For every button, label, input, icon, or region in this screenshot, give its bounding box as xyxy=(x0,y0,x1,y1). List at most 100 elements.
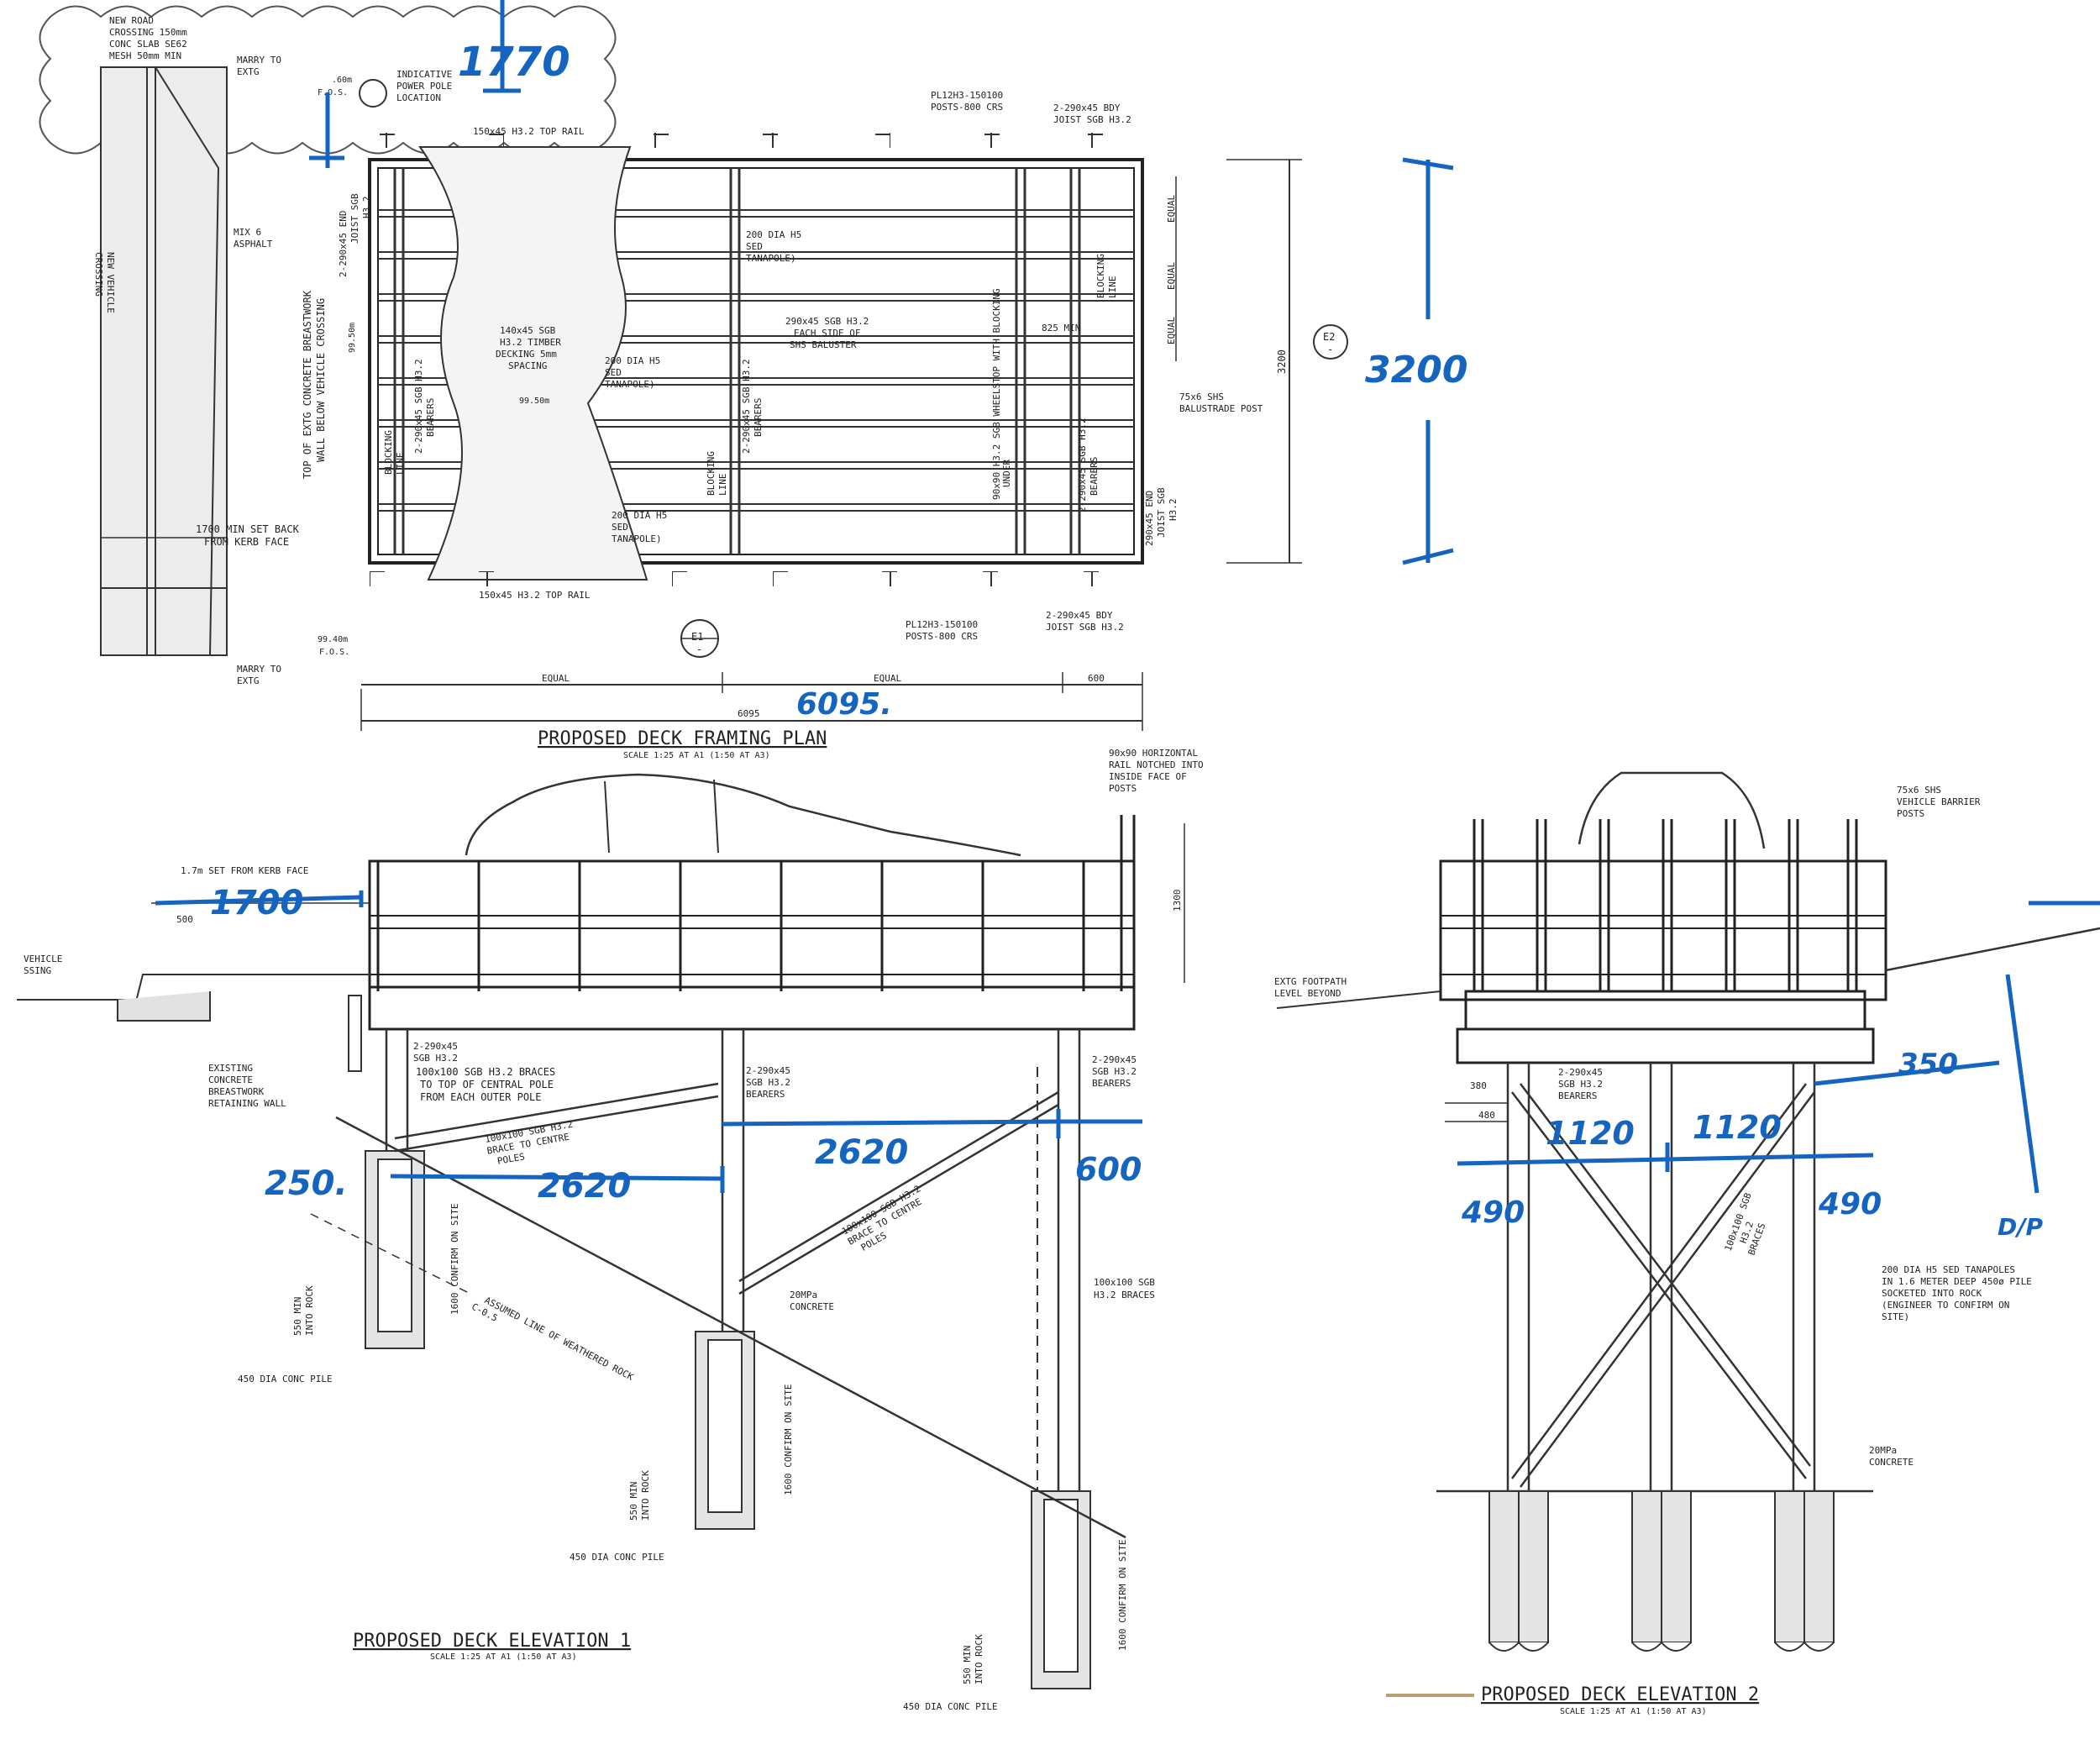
min-825: 825 MIN xyxy=(1042,323,1080,334)
elev2-braces: 100x100 SGBH3.2BRACES xyxy=(1723,1191,1777,1261)
section-e1: E1- xyxy=(691,631,703,655)
end-joist-right: 290x45 ENDJOIST SGBH3.2 xyxy=(1144,487,1179,546)
kerb-setback: 1.7m SET FROM KERB FACE xyxy=(181,865,308,876)
elev2-dim-380: 380 xyxy=(1470,1080,1487,1091)
bottom-rail-label: 150x45 H3.2 TOP RAIL xyxy=(479,590,591,601)
bearers-mid: 2-290x45 SGB H3.2BEARERS xyxy=(741,359,764,454)
plan-scale: SCALE 1:25 AT A1 (1:50 AT A3) xyxy=(623,751,770,760)
elev1-title: PROPOSED DECK ELEVATION 1 xyxy=(353,1631,631,1652)
top-rail-label: 150x45 H3.2 TOP RAIL xyxy=(473,126,585,137)
road-crossing-strip xyxy=(100,66,228,656)
barrier-posts xyxy=(1473,819,1858,991)
pile-1: 450 DIA CONC PILE xyxy=(238,1374,333,1384)
min-rock-2: 550 MININTO ROCK xyxy=(628,1470,651,1521)
elev2-title: PROPOSED DECK ELEVATION 2 xyxy=(1481,1684,1759,1705)
bearers-left: 2-290x45 SGB H3.2BEARERS xyxy=(413,359,436,454)
new-vehicle-crossing: NEW VEHICLECROSSING xyxy=(93,252,116,313)
hw-2620: 2620 xyxy=(538,1167,631,1206)
dim-500: 500 xyxy=(176,914,193,925)
hw-350: 350 xyxy=(1898,1048,1958,1081)
dim-3200: 3200 xyxy=(1276,349,1288,374)
hw-pole-1770: 1770 xyxy=(458,39,570,86)
hw-1120b: 1120 xyxy=(1693,1109,1782,1146)
dim-1300: 1300 xyxy=(1172,890,1183,912)
hw-600: 600 xyxy=(1075,1151,1142,1188)
blocking-line-3: BLOCKINGLINE xyxy=(1095,254,1118,298)
dim-equal-1: EQUAL xyxy=(542,673,570,684)
rl-deck: 99.50m xyxy=(519,397,549,406)
hw-6095: 6095. xyxy=(796,687,892,722)
dim-equal-2: EQUAL xyxy=(874,673,901,684)
hw-1700: 1700 xyxy=(210,884,303,922)
hw-3200: 3200 xyxy=(1365,349,1467,391)
min-rock-3: 550 MININTO ROCK xyxy=(962,1634,984,1684)
confirm-1: 1600 CONFIRM ON SITE xyxy=(449,1204,460,1315)
handwritten-dimensions: 1770 3200 6095. 1700 250. 2620 2620 600 … xyxy=(210,39,2043,1241)
min-rock-1: 550 MININTO ROCK xyxy=(292,1285,315,1336)
bearers xyxy=(393,168,1081,554)
section-e2: E2- xyxy=(1323,331,1335,355)
blocking-line-2: BLOCKINGLINE xyxy=(706,451,728,496)
elev2-poles xyxy=(1506,1063,1816,1491)
rock-line-note: ASSUMED LINE OF WEATHERED ROCKC-0.5 xyxy=(470,1290,635,1393)
rl-mid: 99.50m xyxy=(348,323,357,353)
equal-label-1: EQUAL xyxy=(1166,195,1177,223)
dim-6095: 6095 xyxy=(738,708,760,719)
end-joist-left: 2-290x45 ENDJOIST SGBH3.2 xyxy=(338,193,372,277)
balustrade-posts xyxy=(376,815,1136,991)
pile-2: 450 DIA CONC PILE xyxy=(570,1552,664,1563)
decking-overlay xyxy=(418,146,648,581)
equal-label-3: EQUAL xyxy=(1166,317,1177,344)
elev2-scale: SCALE 1:25 AT A1 (1:50 AT A3) xyxy=(1560,1707,1707,1716)
wheelstop-note: 90x90 H3.2 SGB WHEELSTOP WITH BLOCKING xyxy=(991,288,1002,500)
equal-label-2: EQUAL xyxy=(1166,262,1177,290)
under-label: UNDER xyxy=(1001,460,1012,487)
confirm-3: 1600 CONFIRM ON SITE xyxy=(1117,1540,1128,1651)
hw-1120a: 1120 xyxy=(1546,1115,1635,1152)
deck-outline xyxy=(368,158,1144,565)
plan-title: PROPOSED DECK FRAMING PLAN xyxy=(538,728,827,749)
hw-490a: 490 xyxy=(1461,1195,1525,1230)
elev1-scale: SCALE 1:25 AT A1 (1:50 AT A3) xyxy=(430,1652,577,1662)
post-markers xyxy=(370,133,1103,586)
bearers-right: 2-290x45 SGB H3.2BEARERS xyxy=(1077,418,1100,512)
car-outline xyxy=(465,773,1021,857)
elev2-dim-480: 480 xyxy=(1478,1110,1495,1121)
handwritten-markups xyxy=(155,0,2100,1194)
hw-490b: 490 xyxy=(1818,1187,1882,1222)
pile-3: 450 DIA CONC PILE xyxy=(903,1701,998,1712)
dim-600: 600 xyxy=(1088,673,1105,684)
hw-dfp: D/P xyxy=(1998,1213,2043,1241)
